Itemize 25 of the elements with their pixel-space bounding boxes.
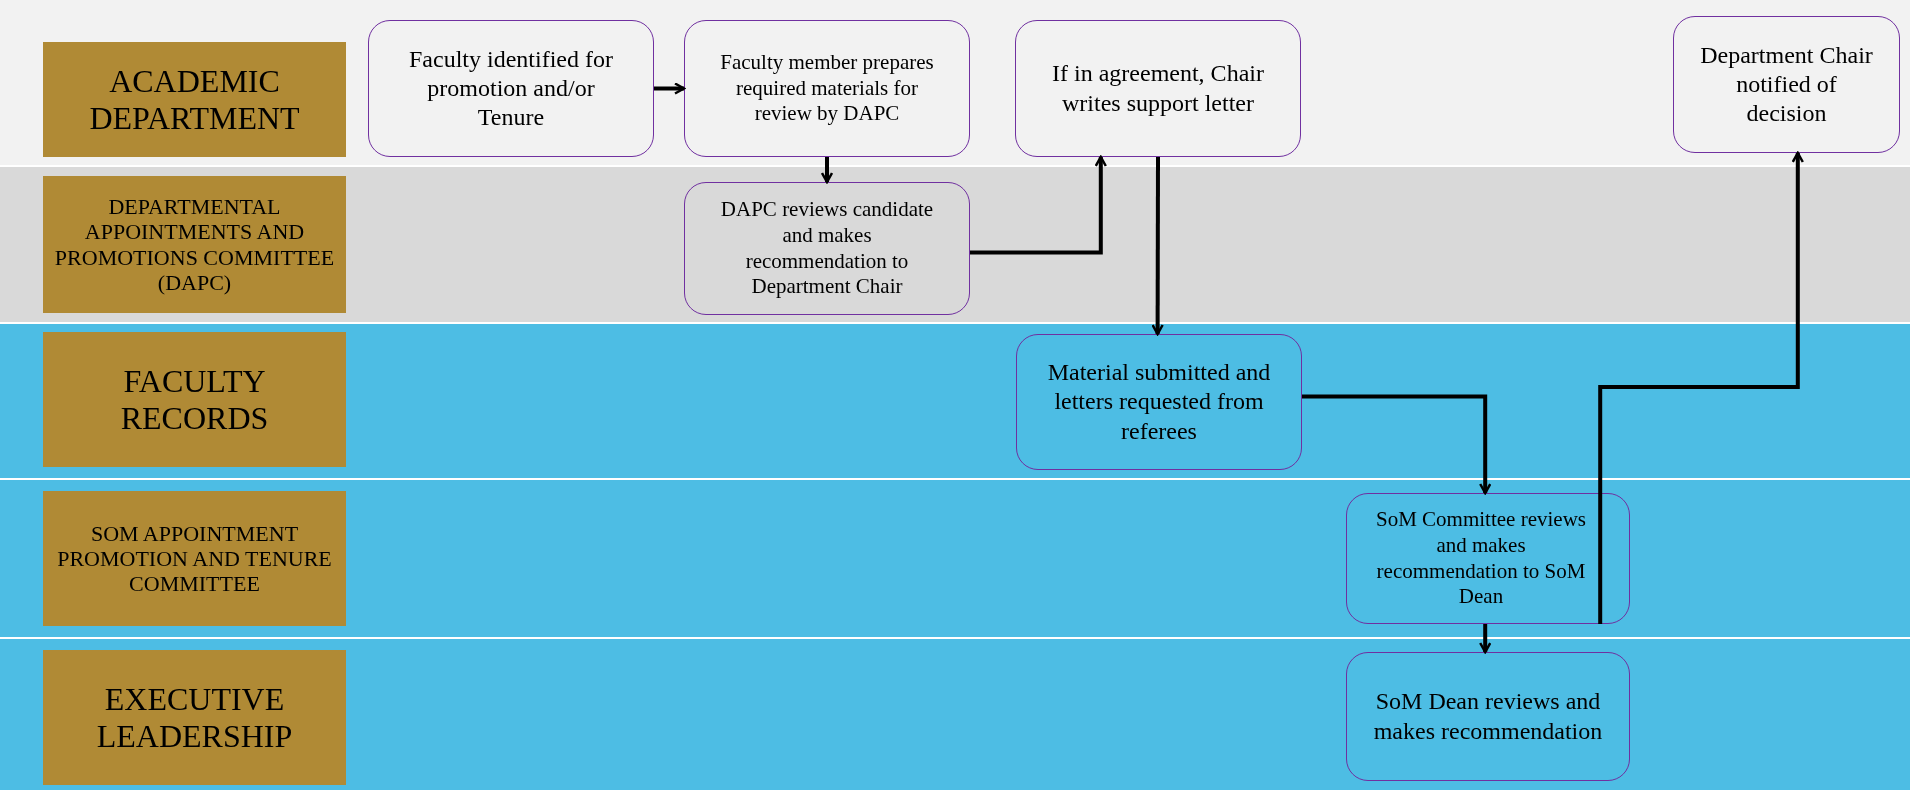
swimlane-band [0, 324, 1910, 478]
arrow [1598, 151, 1805, 624]
process-box: Material submitted and letters requested from referees [1016, 334, 1302, 470]
arrow [1478, 624, 1492, 654]
process-box: DAPC reviews candidate and makes recommendation to Department Chair [684, 182, 970, 315]
process-box: Faculty member prepares required materials for review by DAPC [684, 20, 970, 157]
process-box: Faculty identified for promotion and/or Tenure [368, 20, 654, 157]
arrow [1151, 157, 1164, 336]
arrow [1302, 394, 1492, 495]
lane-label: SOM APPOINTMENT PROMOTION AND TENURE COMMITTEE [43, 491, 346, 626]
swimlane-band [0, 0, 1910, 165]
swimlane-band [0, 639, 1910, 790]
process-box: Department Chair notified of decision [1673, 16, 1900, 153]
lane-label: FACULTY RECORDS [43, 332, 346, 467]
process-box: SoM Committee reviews and makes recommendation to SoM Dean [1346, 493, 1630, 624]
swimlane-band [0, 480, 1910, 637]
arrow [970, 155, 1108, 255]
lane-label: EXECUTIVE LEADERSHIP [43, 650, 346, 785]
lane-label: ACADEMIC DEPARTMENT [43, 42, 346, 157]
swimlane-band [0, 167, 1910, 322]
process-box: If in agreement, Chair writes support letter [1015, 20, 1301, 157]
lane-label: DEPARTMENTAL APPOINTMENTS AND PROMOTIONS COMMITTEE (DAPC) [43, 176, 346, 313]
arrow [820, 157, 834, 184]
arrow [654, 82, 686, 95]
process-box: SoM Dean reviews and makes recommendation [1346, 652, 1630, 781]
